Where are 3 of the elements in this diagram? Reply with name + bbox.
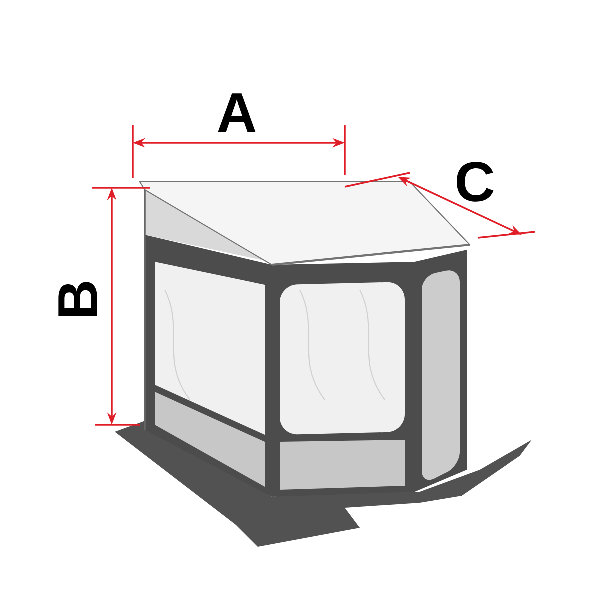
dimension-label: A — [218, 94, 256, 132]
dimension-label: C — [457, 162, 494, 202]
dimension-label: B — [58, 282, 98, 317]
